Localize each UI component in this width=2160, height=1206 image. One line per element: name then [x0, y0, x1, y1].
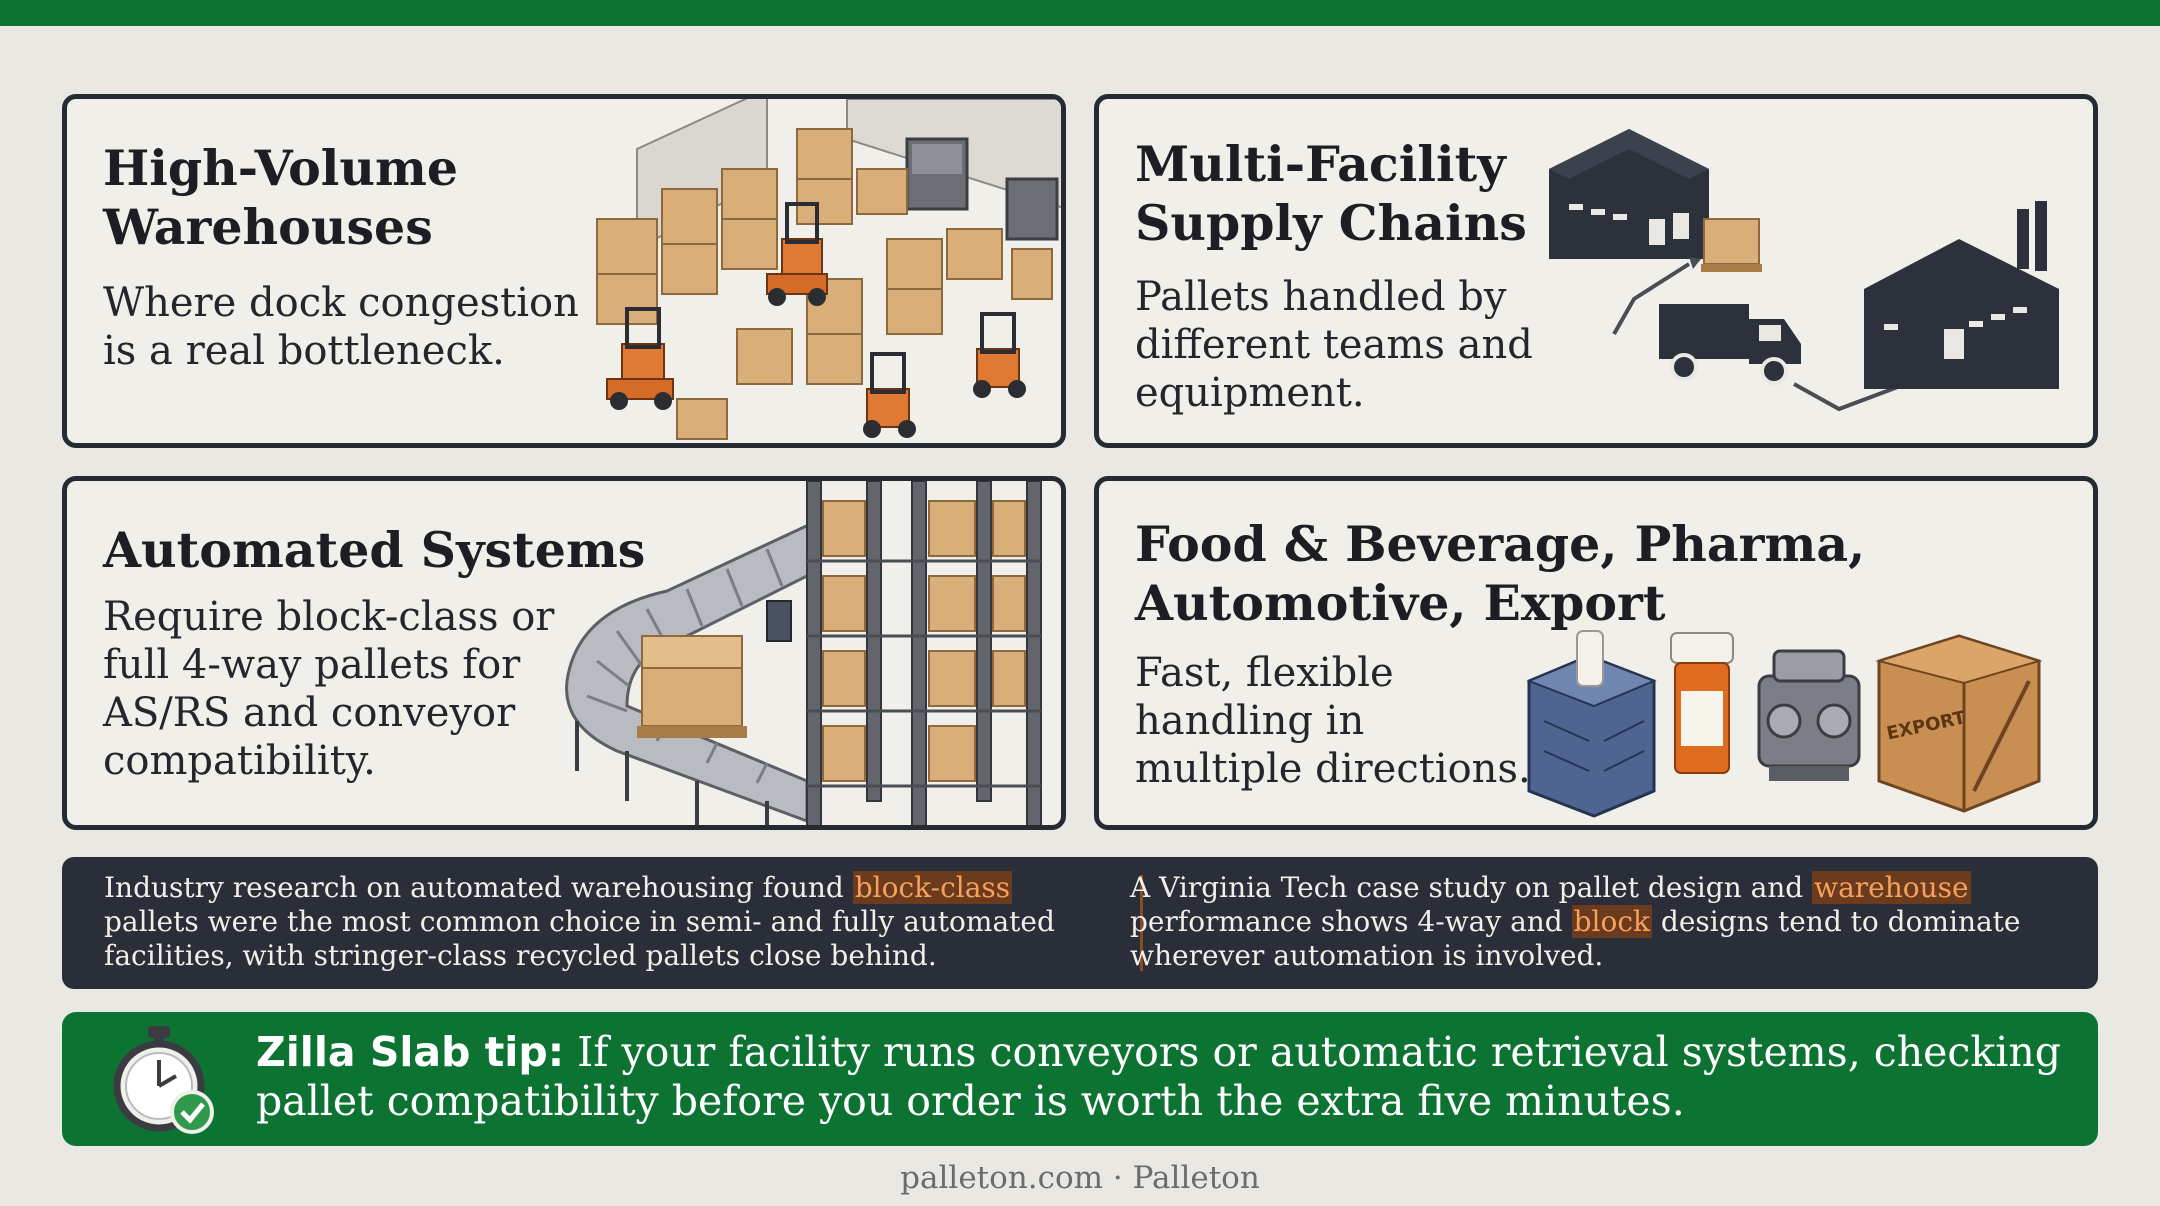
card-title: Multi-Facility Supply Chains — [1135, 135, 1527, 252]
milk-crate-icon — [1526, 630, 1657, 818]
card-title: Automated Systems — [103, 521, 646, 579]
card-multi-facility-supply-chains: Multi-Facility Supply Chains Pallets han… — [1094, 94, 2098, 448]
highlight-block-class: block-class — [852, 871, 1013, 904]
research-right: A Virginia Tech case study on pallet des… — [1130, 871, 2021, 972]
checkmark-icon — [170, 1090, 214, 1134]
card-automated-systems: Automated Systems Require block-class or… — [62, 476, 1066, 830]
truck-icon — [1659, 304, 1801, 385]
card-body: Require block-class or full 4-way pallet… — [103, 594, 555, 784]
conveyor-rack-illustration — [565, 481, 1042, 825]
card-body: Where dock congestion is a real bottlene… — [103, 280, 579, 374]
pill-bottle-icon — [1670, 632, 1734, 774]
factory-icon — [1864, 201, 2059, 389]
highlight-block: block — [1571, 905, 1653, 938]
stopwatch-icon — [113, 1026, 214, 1134]
tip-banner: Zilla Slab tip: If your facility runs co… — [62, 1012, 2098, 1146]
pallet-box-icon — [1701, 218, 1762, 272]
card-industries: Food & Beverage, Pharma, Automotive, Exp… — [1094, 476, 2098, 830]
tip-label: Zilla Slab tip: — [256, 1028, 565, 1076]
crate-icon: EXPORT — [1875, 634, 2043, 813]
research-divider — [1140, 875, 1143, 971]
research-panel: Industry research on automated warehousi… — [62, 857, 2098, 989]
forklift-icon — [973, 312, 1026, 398]
research-left: Industry research on automated warehousi… — [104, 871, 1055, 972]
pallet-box-icon — [637, 635, 747, 738]
card-body: Pallets handled by different teams and e… — [1135, 274, 1533, 416]
card-title: High-Volume Warehouses — [103, 139, 459, 256]
card-high-volume-warehouses: High-Volume Warehouses Where dock conges… — [62, 94, 1066, 448]
engine-icon — [1757, 649, 1861, 781]
top-accent-bar — [0, 0, 2160, 26]
forklift-icon — [766, 202, 828, 306]
warehouse-forklift-illustration — [596, 99, 1061, 440]
rack-icon — [806, 481, 1042, 825]
warehouse-icon — [1549, 129, 1709, 259]
tip-text: Zilla Slab tip: If your facility runs co… — [256, 1028, 2061, 1125]
highlight-warehouse: warehouse — [1812, 871, 1971, 904]
industry-icons-illustration: EXPORT — [1526, 630, 2043, 818]
footer-credit: palleton.com · Palleton — [900, 1160, 1260, 1196]
forklift-icon — [606, 307, 674, 410]
supply-chain-illustration — [1549, 129, 2059, 412]
forklift-icon — [863, 352, 916, 438]
card-title: Food & Beverage, Pharma, Automotive, Exp… — [1135, 515, 1866, 632]
card-body: Fast, flexible handling in multiple dire… — [1135, 650, 1531, 792]
